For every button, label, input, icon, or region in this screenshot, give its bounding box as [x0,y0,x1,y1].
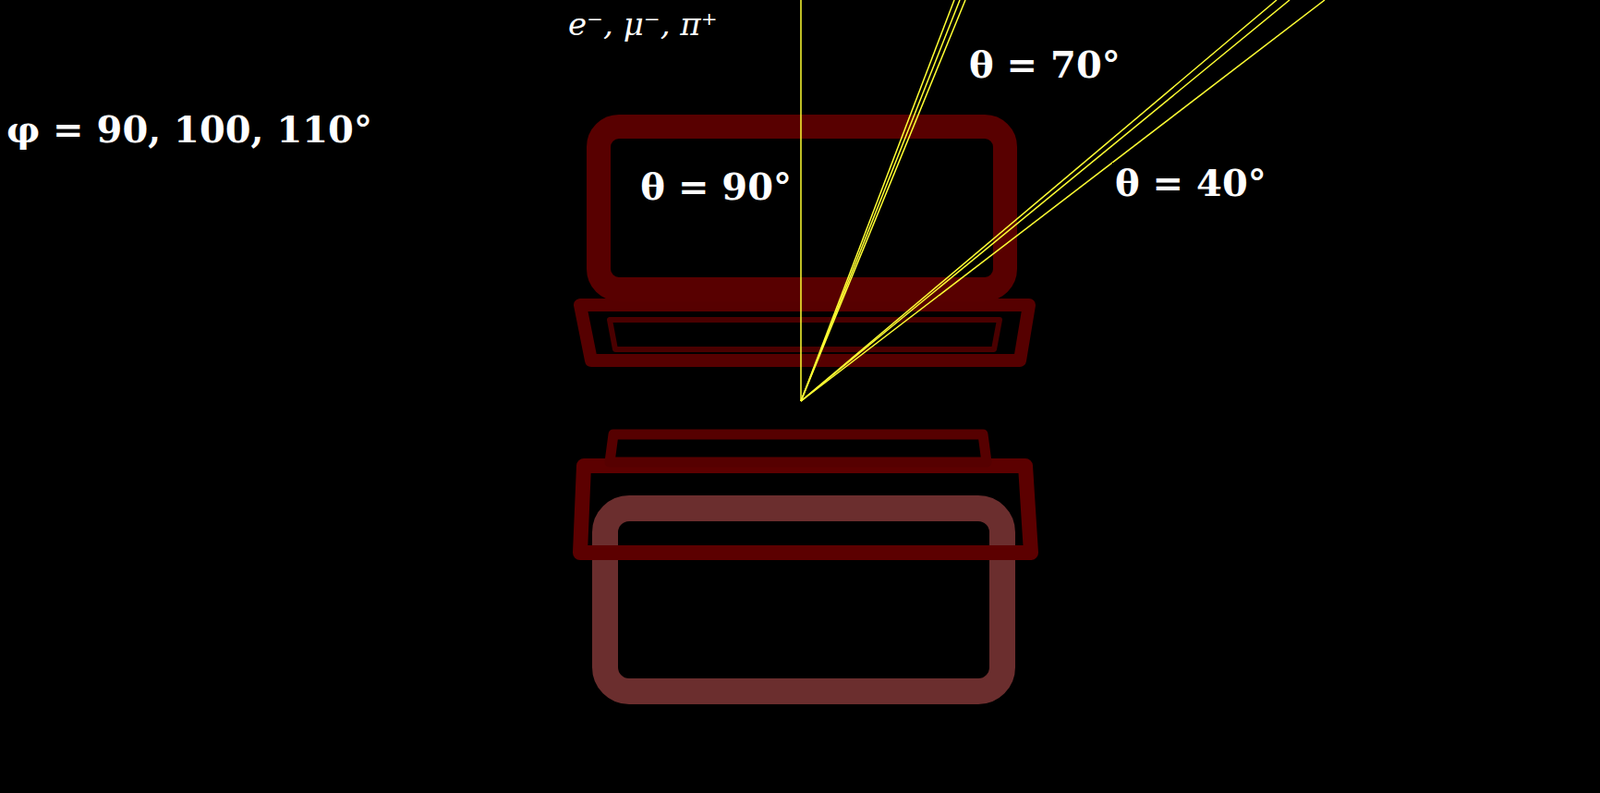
particle-tracks [800,0,1325,401]
coil-ring [580,465,1031,553]
coil-ring [605,508,1003,691]
angle-label: θ = 90° [637,166,795,207]
angle-label: θ = 40° [1112,162,1270,204]
angle-label: φ = 90, 100, 110° [3,109,376,150]
particle-types: e⁻, μ⁻, π⁺ [565,7,721,42]
coil-ring [609,434,987,462]
coil-ring [580,304,1030,361]
angle-label: θ = 70° [966,44,1124,85]
coil-ring [598,126,1006,290]
coil-ring [609,319,1000,350]
